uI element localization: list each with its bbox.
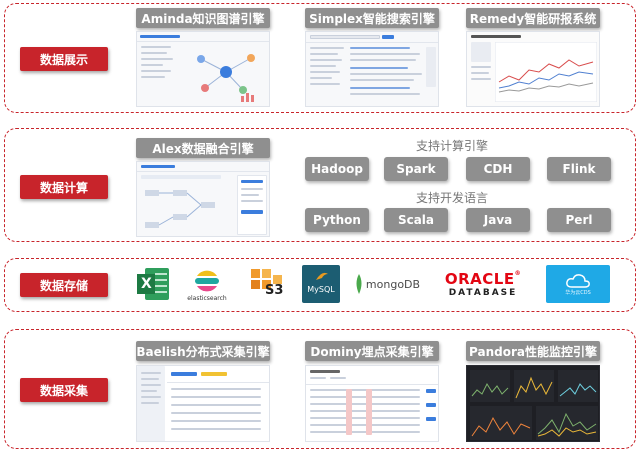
- tech-python: Python: [305, 208, 369, 232]
- layer-label-storage: 数据存储: [20, 273, 108, 297]
- cloud-logo: 华为云CDS: [546, 265, 610, 303]
- screenshot-simplex: [305, 31, 439, 107]
- tab-remedy: Remedy智能研报系统: [466, 8, 600, 28]
- tab-aminda: Aminda知识图谱引擎: [136, 8, 270, 28]
- excel-logo: X: [135, 265, 171, 303]
- excel-icon: [137, 268, 169, 300]
- cloud-icon: [566, 273, 590, 288]
- tech-cdh: CDH: [466, 157, 530, 181]
- mongodb-leaf-icon: [356, 274, 362, 294]
- oracle-text: ORACLE: [444, 270, 515, 288]
- oracle-registered-mark: ®: [514, 270, 522, 277]
- tech-spark: Spark: [384, 157, 448, 181]
- mongodb-text: mongoDB: [365, 277, 421, 291]
- s3-text: S3: [265, 283, 284, 298]
- tech-scala: Scala: [384, 208, 448, 232]
- s3-logo: S3: [247, 265, 287, 303]
- screenshot-baelish: [136, 365, 270, 442]
- elasticsearch-logo: elasticsearch: [183, 265, 231, 303]
- aws-s3-icon: [251, 269, 282, 289]
- tab-alex: Alex数据融合引擎: [136, 138, 270, 158]
- tech-hadoop: Hadoop: [305, 157, 369, 181]
- tab-pandora: Pandora性能监控引擎: [466, 341, 600, 361]
- tab-simplex: Simplex智能搜索引擎: [305, 8, 439, 28]
- tech-flink: Flink: [547, 157, 611, 181]
- screenshot-aminda: [136, 31, 270, 107]
- tab-dominy: Dominy埋点采集引擎: [305, 341, 439, 361]
- cloud-text: 华为云CDS: [565, 289, 591, 296]
- tech-perl: Perl: [547, 208, 611, 232]
- elasticsearch-text: elasticsearch: [187, 294, 227, 302]
- tab-baelish: Baelish分布式采集引擎: [136, 341, 270, 361]
- dev-language-title: 支持开发语言: [416, 191, 489, 205]
- elasticsearch-icon: [195, 270, 219, 291]
- excel-letter: X: [141, 276, 152, 292]
- screenshot-dominy: [305, 365, 439, 442]
- compute-engine-title: 支持计算引擎: [416, 139, 489, 153]
- screenshot-alex: [136, 161, 270, 237]
- mysql-logo: MySQL: [302, 265, 340, 303]
- mongodb-logo: mongoDB: [351, 265, 423, 303]
- layer-label-compute: 数据计算: [20, 175, 108, 199]
- dolphin-icon: [316, 272, 328, 280]
- screenshot-pandora: [466, 365, 600, 442]
- layer-label-display: 数据展示: [20, 47, 108, 71]
- screenshot-remedy: [466, 31, 600, 107]
- mysql-text: MySQL: [307, 284, 335, 294]
- oracle-database-text: DATABASE: [448, 288, 518, 298]
- layer-label-collect: 数据采集: [20, 378, 108, 402]
- tech-java: Java: [466, 208, 530, 232]
- oracle-logo: ORACLE® DATABASE: [436, 265, 530, 303]
